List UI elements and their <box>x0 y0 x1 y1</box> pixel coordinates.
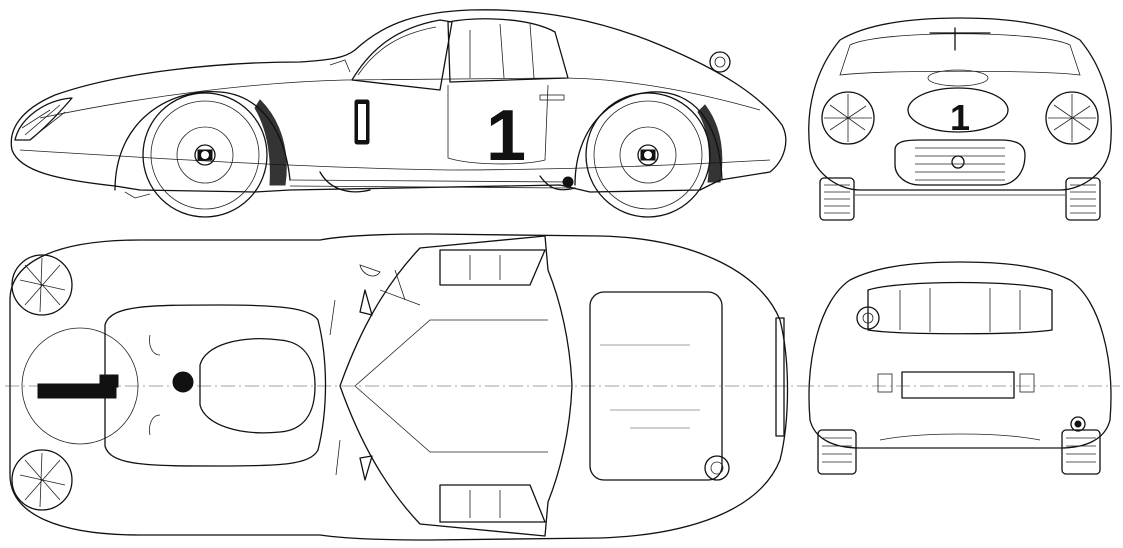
side-body-outline <box>10 9 787 193</box>
rear-view <box>800 261 1120 475</box>
front-view: 1 <box>808 17 1112 221</box>
side-view: 1 <box>10 9 787 218</box>
top-body-outline <box>9 233 789 541</box>
front-race-number: 1 <box>950 97 970 138</box>
front-body-outline <box>808 17 1112 191</box>
top-headlamp-left <box>11 254 73 316</box>
side-front-wheel <box>114 91 291 218</box>
side-rear-wheel <box>574 91 723 218</box>
rear-body-outline <box>808 261 1112 449</box>
top-headlamp-right <box>11 449 73 511</box>
top-view <box>5 233 800 541</box>
side-race-number: 1 <box>486 96 526 176</box>
